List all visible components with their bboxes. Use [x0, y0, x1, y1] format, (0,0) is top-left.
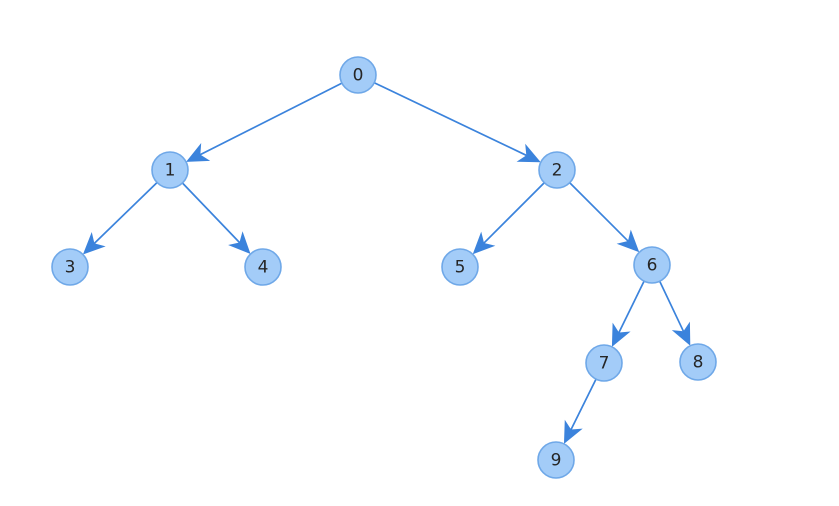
- graph-node-circle-0[interactable]: [339, 56, 377, 94]
- graph-node-5[interactable]: 5: [441, 248, 479, 286]
- graph-node-8[interactable]: 8: [679, 343, 717, 381]
- edges-layer: [91, 81, 686, 433]
- graph-node-circle-6[interactable]: [633, 246, 671, 284]
- graph-node-circle-9[interactable]: [537, 441, 575, 479]
- graph-node-circle-7[interactable]: [585, 344, 623, 382]
- graph-node-1[interactable]: 1: [151, 151, 189, 189]
- graph-node-circle-3[interactable]: [51, 248, 89, 286]
- graph-edge-6-to-7: [616, 280, 645, 336]
- arrowhead-icon-1-to-3: [82, 231, 106, 255]
- arrowhead-icon-1-to-4: [228, 231, 251, 255]
- arrowheads-layer: [82, 143, 691, 444]
- arrowhead-icon-7-to-9: [563, 419, 583, 444]
- arrowhead-icon-6-to-8: [671, 321, 691, 346]
- graph-node-4[interactable]: 4: [244, 248, 282, 286]
- graph-node-6[interactable]: 6: [633, 246, 671, 284]
- arrowhead-icon-2-to-6: [616, 229, 640, 253]
- arrowhead-icon-2-to-5: [472, 231, 496, 255]
- graph-edge-6-to-8: [658, 280, 686, 335]
- nodes-layer: 0 1 2 3 4 5 6 7 8 9: [51, 56, 717, 479]
- graph-node-3[interactable]: 3: [51, 248, 89, 286]
- graph-node-9[interactable]: 9: [537, 441, 575, 479]
- graph-node-circle-1[interactable]: [151, 151, 189, 189]
- graph-node-circle-4[interactable]: [244, 248, 282, 286]
- graph-edge-1-to-4: [181, 182, 243, 246]
- graph-edge-0-to-2: [373, 81, 530, 158]
- graph-node-circle-2[interactable]: [538, 151, 576, 189]
- graph-edge-2-to-5: [481, 182, 545, 246]
- graph-node-2[interactable]: 2: [538, 151, 576, 189]
- arrowhead-icon-0-to-2: [516, 143, 541, 163]
- graph-edge-2-to-6: [569, 182, 631, 244]
- arrowhead-icon-0-to-1: [186, 143, 211, 162]
- graph-node-circle-8[interactable]: [679, 343, 717, 381]
- graph-edge-7-to-9: [569, 378, 597, 433]
- graph-node-7[interactable]: 7: [585, 344, 623, 382]
- graph-edge-1-to-3: [91, 181, 158, 246]
- graph-edge-0-to-1: [197, 82, 343, 157]
- arrowhead-icon-6-to-7: [611, 322, 631, 347]
- graph-node-circle-5[interactable]: [441, 248, 479, 286]
- graph-node-0[interactable]: 0: [339, 56, 377, 94]
